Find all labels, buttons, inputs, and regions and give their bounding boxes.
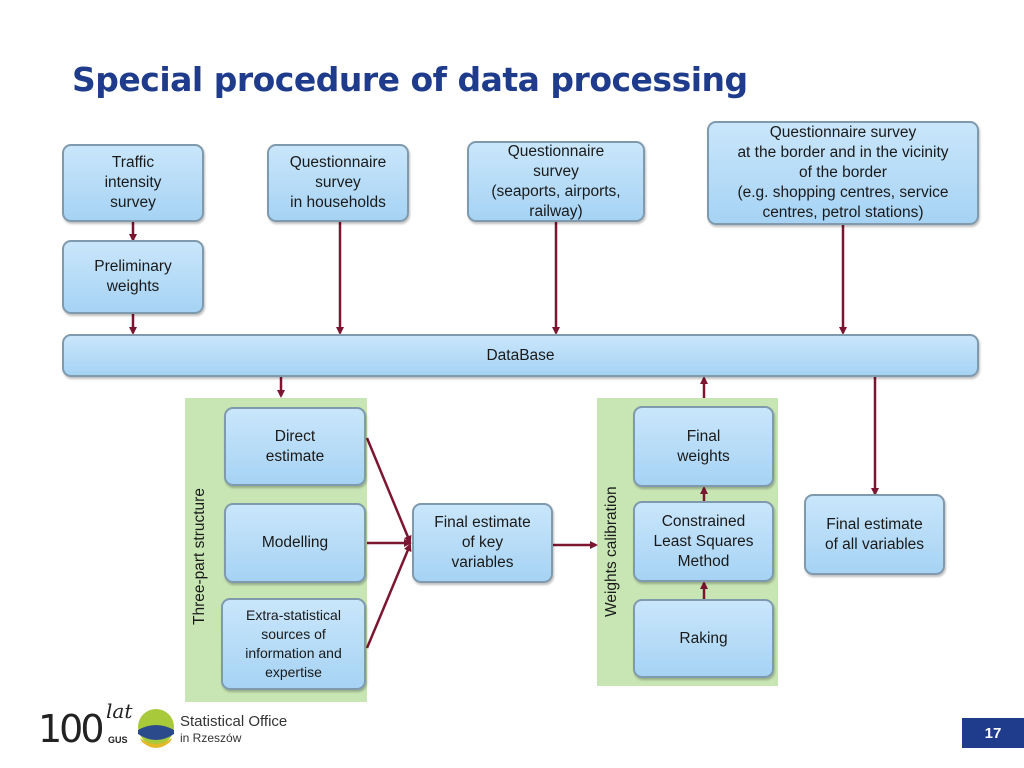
office-name-line1: Statistical Office (180, 713, 288, 730)
preliminary-weights-box: Preliminary weights (62, 240, 204, 314)
page-title: Special procedure of data processing (72, 60, 748, 99)
final-weights-box: Final weights (633, 406, 774, 487)
logo-gus-text: GUS (108, 735, 128, 745)
constrained-least-squares-box: Constrained Least Squares Method (633, 501, 774, 582)
office-name-line2: in Rzeszów (180, 731, 242, 745)
extra-statistical-sources-box: Extra-statistical sources of information… (221, 598, 366, 690)
households-survey-box: Questionnaire survey in households (267, 144, 409, 222)
traffic-intensity-survey-box: Traffic intensity survey (62, 144, 204, 222)
logo-lat-text: lat (106, 699, 133, 723)
page-number-badge: 17 (962, 718, 1024, 748)
seaports-survey-box: Questionnaire survey (seaports, airports… (467, 141, 645, 222)
100-years-gus-logo: 100 lat GUS (38, 699, 134, 751)
final-estimate-all-variables-box: Final estimate of all variables (804, 494, 945, 575)
arrow-direct-to-final-key (365, 437, 412, 544)
direct-estimate-box: Direct estimate (224, 407, 366, 486)
database-bar: DataBase (62, 334, 979, 377)
border-survey-box: Questionnaire survey at the border and i… (707, 121, 979, 225)
final-estimate-key-variables-box: Final estimate of key variables (412, 503, 553, 583)
statistical-office-emblem-icon (138, 709, 174, 748)
raking-box: Raking (633, 599, 774, 678)
modelling-box: Modelling (224, 503, 366, 583)
logo-100-text: 100 (38, 707, 105, 751)
statistical-office-name: Statistical Office in Rzeszów (180, 713, 287, 745)
arrow-extra-to-final-key (365, 543, 412, 649)
